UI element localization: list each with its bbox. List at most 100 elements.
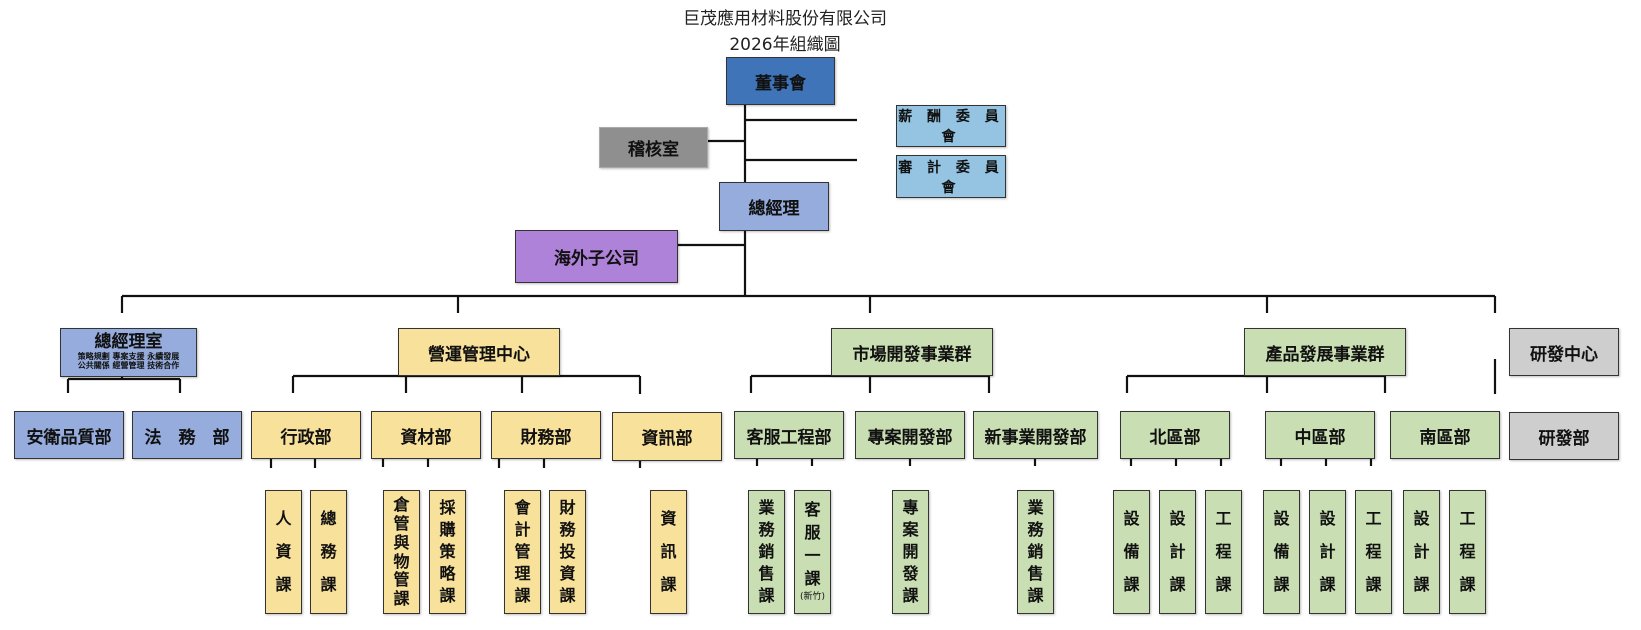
section-char: 計 — [1169, 542, 1186, 562]
section-char: 專 — [902, 498, 919, 518]
product-group-box: 產品發展事業群 — [1244, 328, 1406, 376]
section-char: 業 — [758, 498, 775, 518]
section-char: 策 — [439, 542, 456, 562]
section-char: 一 — [804, 546, 821, 566]
market-group-box: 市場開發事業群 — [831, 328, 993, 376]
rd-center-box: 研發中心 — [1509, 328, 1619, 376]
product-group-label: 產品發展事業群 — [1265, 344, 1385, 365]
section-char: 銷 — [1027, 542, 1044, 562]
dept-label: 專案開發部 — [867, 427, 953, 448]
dept-label: 財務部 — [520, 427, 572, 448]
safety-quality-dept-box: 安衛品質部 — [14, 411, 124, 459]
audit-committee-box: 審 計 委 員 會 — [896, 155, 1006, 198]
section-char: 發 — [902, 564, 919, 584]
company-title: 巨茂應用材料股份有限公司 — [683, 9, 887, 29]
section-char: 管 — [514, 542, 531, 562]
section-char: 計 — [514, 520, 531, 540]
section-char: 資 — [559, 564, 576, 584]
section-box: 採購策略課 — [429, 490, 466, 614]
overseas-subsidiary-label: 海外子公司 — [554, 249, 639, 269]
section-box: 工程課 — [1205, 490, 1242, 614]
dept-label: 資訊部 — [641, 429, 693, 449]
section-box: 設計課 — [1403, 490, 1440, 614]
dept-label: 資材部 — [400, 427, 452, 448]
dept-label: 南區部 — [1419, 427, 1471, 448]
section-box: 資訊課 — [650, 490, 687, 614]
gm-office-title: 總經理室 — [94, 331, 163, 352]
section-box: 會計管理課 — [504, 490, 541, 614]
north-region-dept-box: 北區部 — [1120, 411, 1230, 459]
section-char: 程 — [1459, 542, 1476, 562]
dept-label: 客服工程部 — [746, 427, 832, 448]
section-char: 略 — [439, 564, 456, 584]
customer-service-eng-dept-box: 客服工程部 — [734, 411, 844, 459]
section-char: 設 — [1273, 509, 1290, 529]
section-char: 務 — [758, 520, 775, 540]
section-char: 計 — [1413, 542, 1430, 562]
section-char: 購 — [439, 520, 456, 540]
section-char: 課 — [275, 575, 292, 595]
section-note: (新竹) — [799, 592, 826, 603]
section-char: 課 — [1169, 575, 1186, 595]
section-char: 財 — [559, 498, 576, 518]
section-char: 客 — [804, 499, 821, 519]
section-char: 物 — [393, 551, 410, 571]
section-char: 設 — [1319, 509, 1336, 529]
section-char: 會 — [514, 498, 531, 518]
section-char: 理 — [514, 564, 531, 584]
section-char: 課 — [1459, 575, 1476, 595]
dept-label: 安衛品質部 — [26, 427, 112, 448]
section-char: 總 — [320, 509, 337, 529]
section-box: 總務課 — [310, 490, 347, 614]
section-char: 課 — [660, 575, 677, 595]
section-char: 售 — [758, 564, 775, 584]
section-char: 課 — [514, 586, 531, 606]
section-char: 採 — [439, 498, 456, 518]
it-dept-box: 資訊部 — [612, 412, 722, 461]
overseas-subsidiary-box: 海外子公司 — [515, 230, 678, 283]
central-region-dept-box: 中區部 — [1265, 411, 1375, 459]
section-char: 投 — [559, 542, 576, 562]
operations-center-label: 營運管理中心 — [428, 344, 530, 365]
section-char: 務 — [1027, 520, 1044, 540]
section-char: 課 — [393, 589, 410, 609]
section-box: 工程課 — [1355, 490, 1392, 614]
market-group-label: 市場開發事業群 — [852, 344, 972, 365]
section-char: 務 — [320, 542, 337, 562]
section-box: 設計課 — [1159, 490, 1196, 614]
section-char: 備 — [1273, 542, 1290, 562]
rd-dept-box: 研發部 — [1509, 412, 1619, 460]
section-char: 訊 — [660, 542, 677, 562]
section-char: 課 — [439, 586, 456, 606]
general-manager-box: 總經理 — [719, 182, 829, 231]
section-box: 設備課 — [1263, 490, 1300, 614]
section-char: 服 — [804, 522, 821, 542]
section-char: 課 — [758, 586, 775, 606]
section-char: 設 — [1123, 509, 1140, 529]
dept-label: 研發部 — [1538, 428, 1590, 449]
materials-dept-box: 資材部 — [371, 411, 481, 459]
dept-label: 北區部 — [1149, 427, 1201, 448]
section-char: 課 — [1027, 586, 1044, 606]
dept-label: 行政部 — [280, 427, 332, 448]
compensation-committee-box: 薪 酬 委 員 會 — [896, 105, 1006, 147]
gm-office-box: 總經理室 策略規劃 專案支援 永續發展 公共關係 經營管理 技術合作 — [60, 328, 197, 377]
section-box: 業務銷售課 — [1017, 490, 1054, 614]
section-box: 財務投資課 — [549, 490, 586, 614]
dept-label: 中區部 — [1294, 427, 1346, 448]
section-char: 售 — [1027, 564, 1044, 584]
south-region-dept-box: 南區部 — [1390, 411, 1500, 459]
section-char: 課 — [1413, 575, 1430, 595]
section-char: 程 — [1365, 542, 1382, 562]
section-char: 管 — [393, 570, 410, 590]
section-char: 工 — [1365, 509, 1382, 529]
section-char: 程 — [1215, 542, 1232, 562]
legal-dept-box: 法 務 部 — [132, 411, 242, 459]
section-char: 課 — [804, 569, 821, 589]
board-box: 董事會 — [726, 57, 835, 105]
section-char: 資 — [660, 509, 677, 529]
section-char: 銷 — [758, 542, 775, 562]
section-char: 課 — [1273, 575, 1290, 595]
section-char: 人 — [275, 509, 292, 529]
section-char: 課 — [902, 586, 919, 606]
